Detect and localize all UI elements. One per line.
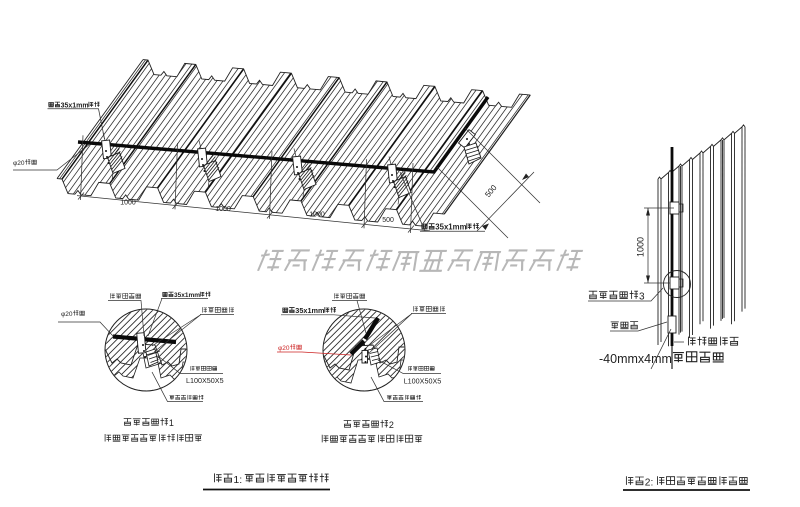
svg-text:φ20: φ20 [278, 345, 290, 352]
svg-text:L100X50X5: L100X50X5 [404, 377, 442, 386]
svg-text:φ20: φ20 [61, 311, 73, 318]
svg-text:2: 2 [645, 478, 651, 489]
svg-text:35x1mm: 35x1mm [295, 306, 325, 315]
svg-text:1: 1 [169, 418, 174, 428]
svg-text:L100X50X5: L100X50X5 [186, 376, 224, 385]
svg-text:1000: 1000 [636, 237, 646, 257]
svg-text:1000: 1000 [309, 212, 325, 219]
svg-text:35x1mm: 35x1mm [61, 102, 89, 109]
svg-text:-40mmx4mm: -40mmx4mm [599, 352, 672, 366]
svg-text:3: 3 [639, 292, 645, 303]
svg-text:35x1mm: 35x1mm [435, 223, 466, 232]
svg-text:1000: 1000 [215, 206, 231, 213]
svg-text:500: 500 [382, 217, 394, 224]
svg-text:2: 2 [389, 420, 394, 430]
svg-text:1000: 1000 [120, 200, 136, 207]
svg-text::: : [239, 474, 242, 486]
svg-text:35x1mm: 35x1mm [174, 292, 200, 299]
svg-text::: : [651, 478, 654, 489]
svg-text:1: 1 [233, 474, 239, 486]
svg-text:φ20: φ20 [13, 160, 25, 167]
